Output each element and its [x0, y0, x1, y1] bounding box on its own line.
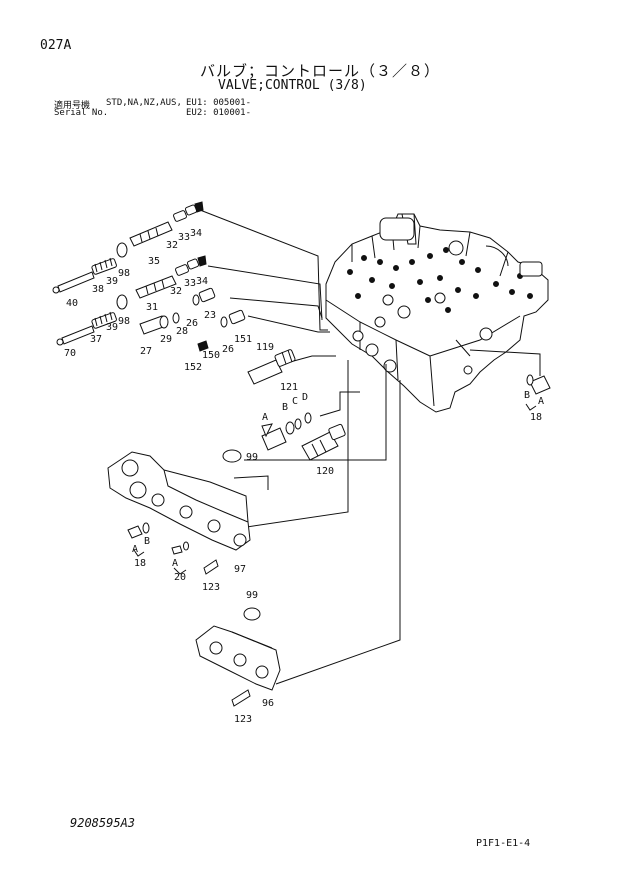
- callout-31: 31: [146, 302, 158, 313]
- callout-29: 29: [160, 334, 172, 345]
- callout-98: 98: [118, 316, 130, 327]
- plug-18-and-20: [127, 374, 551, 575]
- serial-label-english: Serial No.: [54, 108, 109, 118]
- page-reference: P1F1-E1-4: [476, 838, 531, 849]
- spool-assembly-31: [56, 255, 207, 346]
- cover-97: [107, 451, 251, 551]
- o-ring-99: [222, 449, 242, 463]
- callout-18: 18: [530, 412, 542, 423]
- serial-eu2: EU2: 010001-: [186, 108, 252, 118]
- control-valve-body: [325, 213, 549, 413]
- serial-models: STD,NA,NZ,AUS,: [106, 98, 182, 108]
- callout-38: 38: [92, 284, 104, 295]
- callout-B: B: [144, 536, 150, 547]
- callout-119: 119: [256, 342, 274, 353]
- callout-34: 34: [190, 228, 202, 239]
- o-ring-99-lower: [243, 607, 261, 621]
- relief-valve-120: [301, 423, 346, 461]
- spool-assembly-35: [52, 201, 204, 294]
- callout-C: C: [292, 396, 298, 407]
- leader-lines: [199, 209, 541, 685]
- callout-B: B: [282, 402, 288, 413]
- callout-96: 96: [262, 698, 274, 709]
- callout-35: 35: [148, 256, 160, 267]
- page-code: 027A: [40, 38, 72, 53]
- callout-34: 34: [196, 276, 208, 287]
- callout-120: 120: [316, 466, 334, 477]
- callout-32: 32: [166, 240, 178, 251]
- serial-label-japanese: 適用号機: [54, 101, 91, 111]
- plug-assembly-121: [261, 412, 312, 451]
- callout-40: 40: [66, 298, 78, 309]
- callout-26: 26: [222, 344, 234, 355]
- callout-33: 33: [184, 278, 196, 289]
- callout-37: 37: [90, 334, 102, 345]
- callout-20: 20: [174, 572, 186, 583]
- callout-99: 99: [246, 452, 258, 463]
- callout-150: 150: [202, 350, 220, 361]
- callout-39: 39: [106, 276, 118, 287]
- plug-assembly-27: [139, 287, 246, 352]
- callout-27: 27: [140, 346, 152, 357]
- callout-B: B: [524, 390, 530, 401]
- callout-labels: 34 33 32 35 39 98 38 40 34 33 32 31 39 9…: [64, 228, 544, 725]
- callout-39: 39: [106, 322, 118, 333]
- serial-eu1: EU1: 005001-: [186, 98, 252, 108]
- document-number: 9208595A3: [70, 816, 136, 830]
- callout-26: 26: [186, 318, 198, 329]
- callout-18: 18: [134, 558, 146, 569]
- callout-A: A: [172, 558, 178, 569]
- cover-96: [195, 625, 281, 691]
- callout-123: 123: [202, 582, 220, 593]
- callout-152: 152: [184, 362, 202, 373]
- callout-99: 99: [246, 590, 258, 601]
- callout-A: A: [132, 544, 138, 555]
- callout-23: 23: [204, 310, 216, 321]
- callout-33: 33: [178, 232, 190, 243]
- page-title-english: VALVE;CONTROL (3/8): [218, 78, 367, 93]
- bolt-123-lower: [231, 689, 251, 707]
- callout-98: 98: [118, 268, 130, 279]
- callout-151: 151: [234, 334, 252, 345]
- callout-28: 28: [176, 326, 188, 337]
- callout-32: 32: [170, 286, 182, 297]
- callout-A: A: [262, 412, 268, 423]
- callout-121: 121: [280, 382, 298, 393]
- relief-valve-119: [247, 349, 296, 385]
- callout-70: 70: [64, 348, 76, 359]
- callout-97: 97: [234, 564, 246, 575]
- callout-A: A: [538, 396, 544, 407]
- page-title-japanese: バルブ；コントロール（３／８）: [200, 62, 441, 80]
- callout-D: D: [302, 392, 308, 403]
- callout-123: 123: [234, 714, 252, 725]
